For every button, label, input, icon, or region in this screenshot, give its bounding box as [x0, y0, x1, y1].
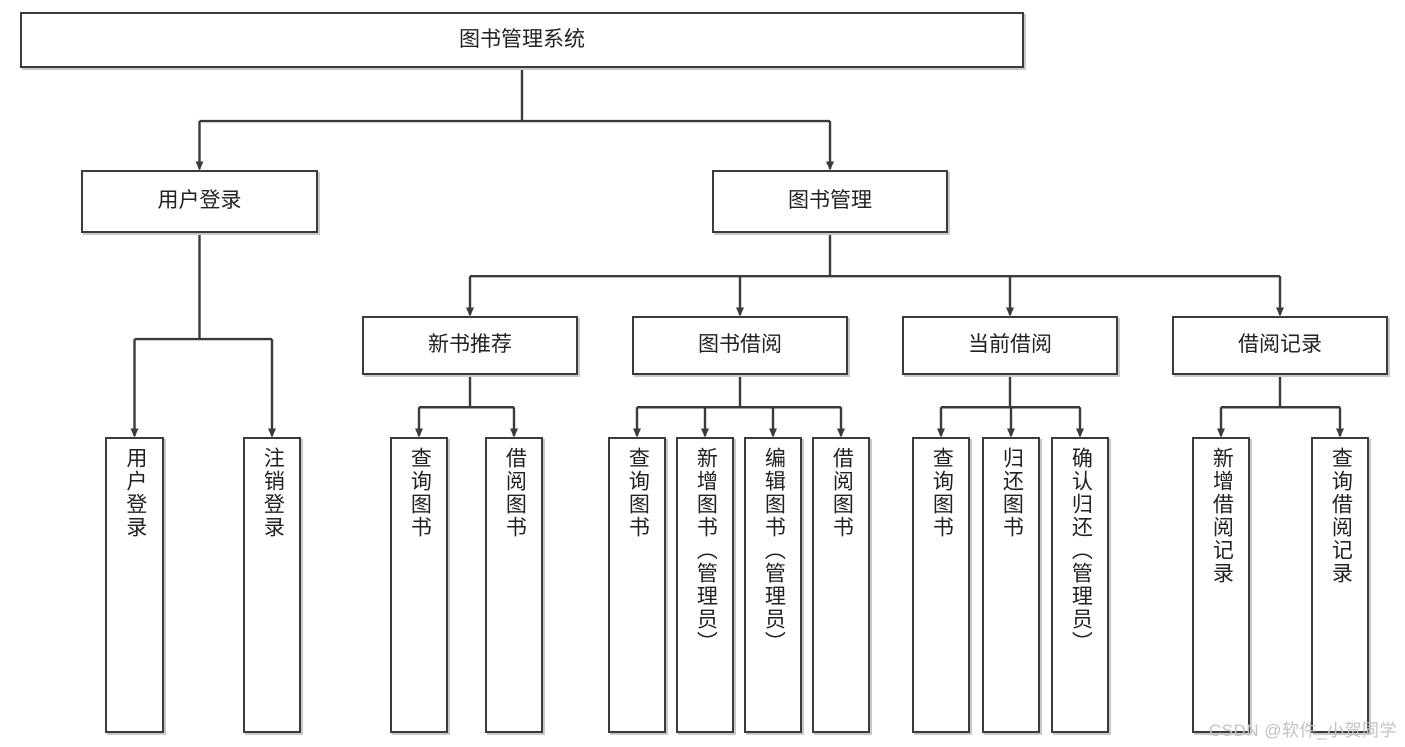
node-label: 用户登录 [123, 447, 147, 539]
node-newbook[interactable]: 新书推荐 [362, 316, 578, 375]
node-label: 归还图书 [1000, 447, 1024, 539]
node-label: 借阅图书 [503, 447, 527, 539]
node-current[interactable]: 当前借阅 [902, 316, 1118, 375]
node-label: 查询图书 [408, 447, 432, 539]
node-label: 借阅记录 [1238, 333, 1322, 357]
node-label: 图书管理 [788, 189, 872, 213]
node-label: 注销登录 [261, 447, 285, 539]
node-l-cu-confirm[interactable]: 确认归还（管理员） [1051, 437, 1109, 733]
node-l-cu-return[interactable]: 归还图书 [982, 437, 1040, 733]
node-l-nb-query[interactable]: 查询图书 [390, 437, 448, 733]
node-l-rc-add[interactable]: 新增借阅记录 [1192, 437, 1250, 733]
node-label: 确认归还（管理员） [1069, 447, 1093, 654]
node-label: 查询借阅记录 [1329, 447, 1353, 585]
node-l-bw-edit[interactable]: 编辑图书（管理员） [744, 437, 802, 733]
node-l-cu-query[interactable]: 查询图书 [912, 437, 970, 733]
node-records[interactable]: 借阅记录 [1172, 316, 1388, 375]
node-l-bw-lend[interactable]: 借阅图书 [812, 437, 870, 733]
node-label: 查询图书 [626, 447, 650, 539]
node-borrow[interactable]: 图书借阅 [632, 316, 848, 375]
watermark: CSDN @软件_小贺同学 [1208, 721, 1397, 740]
edge-paths [130, 68, 1344, 438]
node-l-userlogin[interactable]: 用户登录 [105, 437, 164, 733]
node-label: 编辑图书（管理员） [762, 447, 786, 654]
node-label: 图书管理系统 [459, 27, 585, 51]
node-l-bw-query[interactable]: 查询图书 [608, 437, 666, 733]
node-label: 图书借阅 [698, 333, 782, 357]
node-l-bw-add[interactable]: 新增图书（管理员） [676, 437, 734, 733]
node-l-logout[interactable]: 注销登录 [243, 437, 301, 733]
node-label: 借阅图书 [830, 447, 854, 539]
node-label: 当前借阅 [968, 333, 1052, 357]
node-label: 用户登录 [157, 189, 242, 213]
node-root[interactable]: 图书管理系统 [20, 12, 1024, 68]
node-login[interactable]: 用户登录 [81, 170, 318, 233]
node-label: 新增图书（管理员） [694, 447, 718, 654]
node-label: 新书推荐 [428, 333, 512, 357]
node-l-rc-query[interactable]: 查询借阅记录 [1311, 437, 1369, 733]
node-bookmgmt[interactable]: 图书管理 [712, 170, 948, 233]
node-label: 查询图书 [930, 447, 954, 539]
node-l-nb-borrow[interactable]: 借阅图书 [485, 437, 543, 733]
node-label: 新增借阅记录 [1210, 447, 1234, 585]
